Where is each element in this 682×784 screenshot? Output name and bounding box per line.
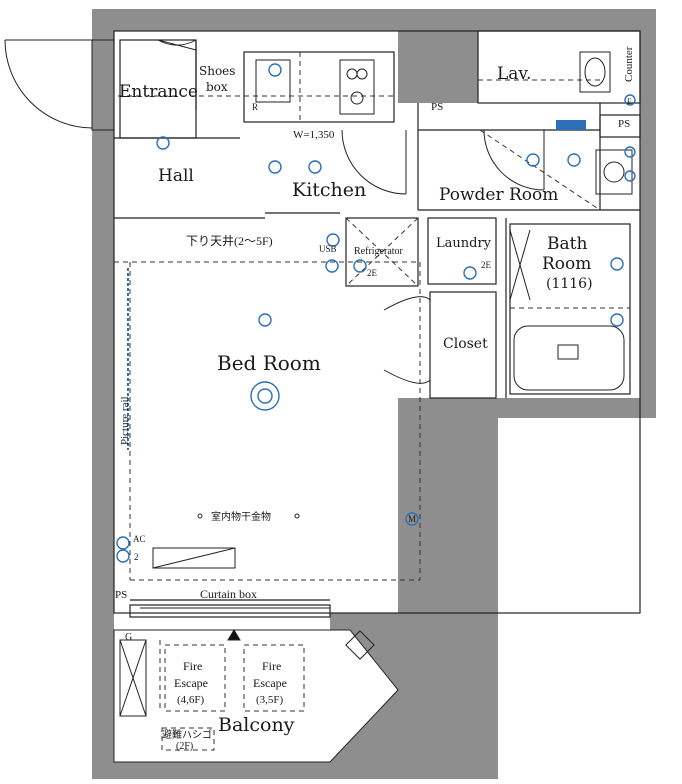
label-laundry: Laundry <box>436 236 492 251</box>
interior-walls <box>113 30 641 618</box>
label-ps-1: PS <box>431 101 443 113</box>
kitchen-sink-icon <box>255 59 291 103</box>
label-usb: USB <box>319 244 337 254</box>
light-fixture-icons <box>156 136 581 411</box>
balcony-area <box>113 629 399 763</box>
label-bath-room-line-2: Room <box>542 254 591 274</box>
label-hall: Hall <box>158 166 194 186</box>
label-two-e-2: 2E <box>481 260 492 270</box>
label-two-e-1: 2E <box>367 268 378 278</box>
bathtub-icon <box>513 325 625 391</box>
label-drying-rack: 室内物干金物 <box>211 510 271 523</box>
label-curtain-box: Curtain box <box>200 587 257 601</box>
label-r: R <box>252 102 258 112</box>
label-bath-room-line-1: Bath <box>547 234 587 254</box>
fixtures <box>116 51 636 569</box>
label-fire-escape-1-line-2: Escape <box>174 676 208 690</box>
label-ceiling-drop: 下り天井(2〜5F) <box>186 234 273 248</box>
label-fire-escape-2-line-3: (3,5F) <box>256 694 284 706</box>
label-evac-ladder-line-1: 避難ハシゴ <box>162 728 212 741</box>
label-entrance: Entrance <box>119 82 198 102</box>
label-refrigerator: Refrigerator <box>354 246 404 257</box>
label-ps-2: PS <box>618 118 630 130</box>
label-evac-ladder-line-2: (2F) <box>176 741 193 752</box>
label-shoes-box-line-2: box <box>206 80 228 94</box>
label-closet: Closet <box>443 336 488 352</box>
label-fire-escape-1-line-3: (4,6F) <box>177 694 205 706</box>
label-bed-room: Bed Room <box>217 351 321 375</box>
room-labels: Entrance Shoes box Hall Kitchen W=1,350 … <box>119 46 635 736</box>
label-powder-room: Powder Room <box>439 185 558 205</box>
label-g: G <box>125 632 132 643</box>
label-kitchen: Kitchen <box>292 179 366 201</box>
label-ac: AC <box>133 534 146 544</box>
label-kitchen-width: W=1,350 <box>293 129 335 141</box>
label-e: E <box>627 97 632 106</box>
label-picture-rail: Picture rail <box>119 396 131 445</box>
label-fire-escape-2-line-1: Fire <box>262 659 281 673</box>
label-shoes-box-line-1: Shoes <box>199 64 235 78</box>
label-ps-3: PS <box>115 589 127 601</box>
annotation-labels: 下り天井(2〜5F) Picture rail 室内物干金物 Curtain b… <box>115 97 632 752</box>
label-two: 2 <box>134 552 139 562</box>
doors <box>4 39 545 614</box>
label-bath-room-line-3: (1116) <box>546 276 593 292</box>
stove-icon <box>339 59 375 115</box>
label-fire-escape-1-line-1: Fire <box>183 659 202 673</box>
label-fire-escape-2-line-2: Escape <box>253 676 287 690</box>
label-m: M <box>408 514 416 524</box>
air-conditioner-icon <box>152 547 236 569</box>
label-balcony: Balcony <box>218 714 295 736</box>
label-lav: Lav. <box>497 64 531 84</box>
interior-area <box>114 31 640 762</box>
outlet-icons <box>116 63 636 563</box>
label-counter: Counter <box>623 46 635 82</box>
toilet-icon <box>579 51 611 93</box>
